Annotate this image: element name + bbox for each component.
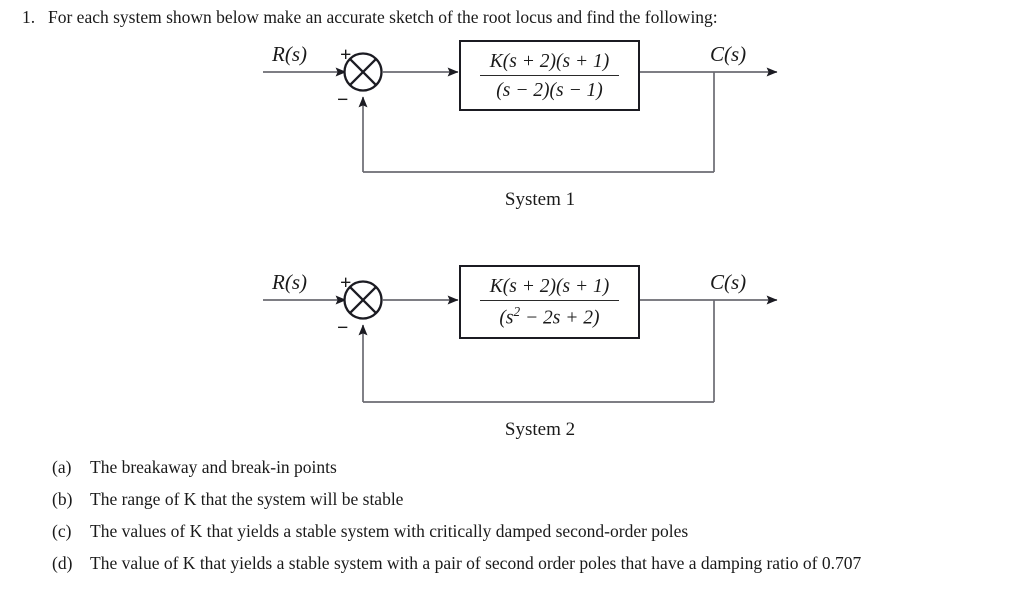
denominator-pole-2: (s − 1) [549, 79, 603, 101]
question-item-d: (d) The value of K that yields a stable … [52, 551, 1002, 576]
question-marker: (c) [52, 521, 72, 541]
prompt-line: 1. For each system shown below make an ac… [22, 6, 1002, 28]
plus-sign: + [340, 44, 352, 66]
system-caption: System 2 [504, 419, 576, 440]
question-text: The breakaway and break-in points [90, 457, 337, 477]
question-text: The values of K that yields a stable sys… [90, 521, 689, 541]
plus-sign: + [340, 272, 352, 294]
transfer-function-numerator: K(s + 2)(s + 1) [479, 50, 620, 76]
question-marker: (a) [52, 457, 72, 477]
transfer-function-block: K(s + 2)(s + 1) (s2 − 2s + 2) [459, 265, 640, 339]
question-item-c: (c) The values of K that yields a stable… [52, 519, 1002, 544]
denominator-rest: − 2s + 2) [520, 307, 600, 329]
system-caption: System 1 [504, 189, 576, 210]
numerator-zero-1: (s + 2) [502, 50, 556, 72]
transfer-function-denominator: (s2 − 2s + 2) [480, 301, 620, 330]
question-marker: (b) [52, 489, 73, 509]
transfer-function-block: K(s + 2)(s + 1) (s − 2)(s − 1) [459, 40, 640, 111]
denominator-open: (s [499, 307, 514, 329]
question-marker: (d) [52, 553, 73, 573]
block-diagram-system-1: R(s) + − C(s) K(s + 2)(s + 1) (s − 2)(s … [0, 35, 1024, 250]
numerator-zero-2: (s + 1) [556, 275, 610, 297]
prompt-number: 1. [22, 7, 36, 27]
question-text: The range of K that the system will be s… [90, 489, 404, 509]
summing-junction [343, 52, 383, 92]
question-text: The value of K that yields a stable syst… [90, 553, 862, 573]
denominator-exponent: 2 [513, 303, 521, 319]
output-label-cs: C(s) [710, 42, 747, 66]
transfer-function-fraction: K(s + 2)(s + 1) (s2 − 2s + 2) [479, 275, 620, 330]
transfer-function-numerator: K(s + 2)(s + 1) [479, 275, 620, 301]
prompt-text: For each system shown below make an accu… [48, 7, 718, 27]
input-label-rs: R(s) [272, 270, 307, 294]
question-item-a: (a) The breakaway and break-in points [52, 455, 1002, 480]
system-2-wiring [263, 280, 778, 403]
numerator-zero-1: (s + 2) [502, 275, 556, 297]
denominator-pole-1: (s − 2) [496, 79, 550, 101]
block-diagram-system-2: R(s) + − C(s) K(s + 2)(s + 1) (s2 − 2s +… [0, 262, 1024, 447]
numerator-gain: K [489, 50, 503, 72]
numerator-zero-2: (s + 1) [556, 50, 610, 72]
minus-sign: − [337, 317, 349, 339]
question-list: (a) The breakaway and break-in points (b… [52, 455, 1002, 583]
numerator-gain: K [489, 275, 503, 297]
output-label-cs: C(s) [710, 270, 747, 294]
system-1-wiring [263, 52, 778, 173]
transfer-function-denominator: (s − 2)(s − 1) [480, 76, 620, 102]
transfer-function-fraction: K(s + 2)(s + 1) (s − 2)(s − 1) [479, 50, 620, 102]
minus-sign: − [337, 89, 349, 111]
summing-junction [343, 280, 383, 320]
question-item-b: (b) The range of K that the system will … [52, 487, 1002, 512]
input-label-rs: R(s) [272, 42, 307, 66]
